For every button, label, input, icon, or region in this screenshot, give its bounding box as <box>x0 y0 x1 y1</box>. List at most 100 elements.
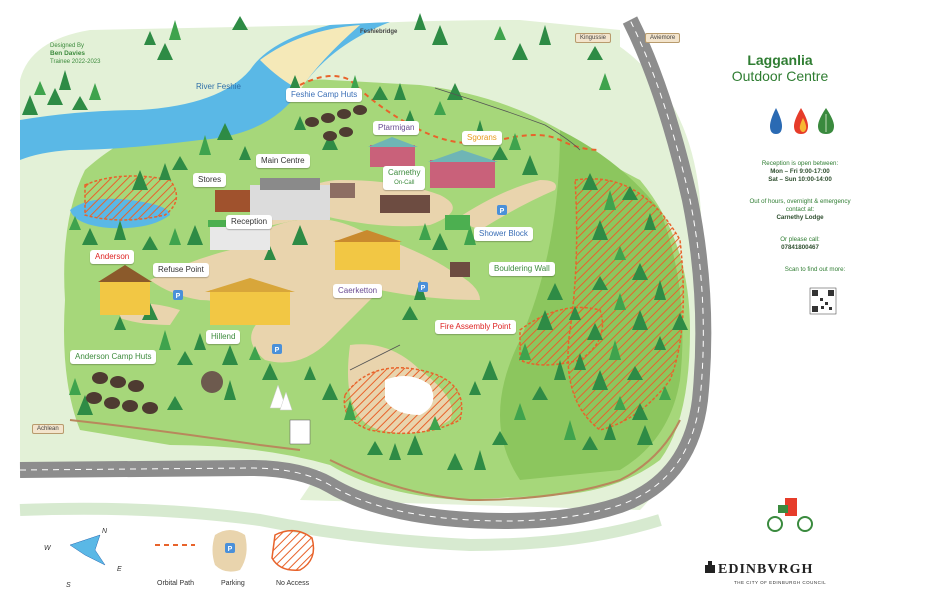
label-hillend[interactable]: Hillend <box>206 330 241 344</box>
label-stores[interactable]: Stores <box>193 173 227 187</box>
tree <box>132 170 148 190</box>
tree <box>239 146 251 160</box>
tree <box>659 386 671 400</box>
tree <box>157 43 173 60</box>
signpost-kingussie: Kingussie <box>575 33 612 43</box>
label-feshie-camp-huts[interactable]: Feshie Camp Huts <box>286 88 363 102</box>
tree <box>389 443 401 460</box>
label-caerketton[interactable]: Caerketton <box>333 284 383 298</box>
tree <box>72 96 88 110</box>
tree <box>539 25 551 45</box>
label-fire-assembly-point[interactable]: Fire Assembly Point <box>435 320 516 334</box>
signpost-aviemore: Aviemore <box>645 33 681 43</box>
label-main-centre[interactable]: Main Centre <box>256 154 310 168</box>
tree <box>582 436 598 450</box>
info-board <box>289 419 311 445</box>
tree <box>159 163 171 180</box>
label-refuse-point[interactable]: Refuse Point <box>153 263 209 277</box>
label-carnethy[interactable]: Carnethy On-Call <box>383 166 426 190</box>
tree <box>159 330 171 350</box>
tree <box>537 310 553 330</box>
label-anderson-camp-huts[interactable]: Anderson Camp Huts <box>70 350 157 364</box>
tree <box>264 246 276 260</box>
tree <box>482 360 498 380</box>
legend-no-access-label: No Access <box>276 580 310 587</box>
tree <box>474 450 486 470</box>
carnethy-name: Carnethy <box>388 168 421 177</box>
label-ptarmigan[interactable]: Ptarmigan <box>373 121 420 135</box>
tree <box>167 396 183 410</box>
tree <box>494 26 506 40</box>
tree <box>582 173 598 190</box>
element-icons <box>770 108 834 134</box>
out-of-hours-text: Out of hours, overnight & emergency cont… <box>749 198 851 213</box>
parking-p: P <box>421 285 426 292</box>
signpost-achlean: Achlean <box>32 424 64 434</box>
tree <box>554 360 566 380</box>
parking-legend-p: P <box>228 546 233 553</box>
tree <box>194 333 206 350</box>
tree <box>372 86 388 100</box>
legend: P <box>69 529 315 572</box>
tree <box>614 396 626 410</box>
compass-e: E <box>117 566 122 573</box>
no-access-zones <box>84 175 685 435</box>
label-bouldering-wall[interactable]: Bouldering Wall <box>489 262 555 276</box>
camp-huts <box>86 105 367 414</box>
tree <box>224 380 236 400</box>
tree <box>569 306 581 320</box>
parking-p: P <box>176 293 181 300</box>
tree <box>509 133 521 150</box>
credits-designer: Ben Davies <box>50 50 86 57</box>
tree <box>592 276 608 290</box>
tree <box>627 366 643 380</box>
tree <box>614 246 626 260</box>
edinburgh-logo-sub: THE CITY OF EDINBURGH COUNCIL <box>734 580 827 585</box>
reception-hours: Reception is open between: Mon – Fri 9:0… <box>745 160 855 184</box>
hours-weekend: Sat – Sun 10:00-14:00 <box>768 176 832 183</box>
tree <box>232 16 248 30</box>
label-shower-block[interactable]: Shower Block <box>474 227 533 241</box>
tree <box>82 228 98 245</box>
call-intro: Or please call: <box>780 236 820 243</box>
label-reception[interactable]: Reception <box>226 215 273 229</box>
tree <box>304 366 316 380</box>
legend-parking-label: Parking <box>221 580 245 587</box>
label-anderson[interactable]: Anderson <box>90 250 135 264</box>
credits-heading: Designed By <box>50 43 85 49</box>
tree <box>407 435 423 455</box>
tree <box>432 25 448 45</box>
tree <box>447 453 463 470</box>
tree <box>432 233 448 250</box>
tree <box>672 313 688 330</box>
tree <box>394 83 406 100</box>
scan-text: Scan to find out more: <box>784 266 846 273</box>
tree <box>492 146 508 160</box>
no-access-legend-icon <box>271 529 315 571</box>
tree <box>429 416 441 430</box>
tree <box>464 225 476 245</box>
tree <box>249 346 261 360</box>
tree <box>587 46 603 60</box>
tree <box>592 220 608 240</box>
tree <box>199 135 211 155</box>
trees <box>22 13 688 470</box>
tree <box>322 133 338 150</box>
tree <box>142 236 158 250</box>
river-label: River Feshie <box>196 82 241 91</box>
tree <box>514 403 526 420</box>
phone-number[interactable]: 07841800467 <box>781 244 819 251</box>
tree <box>522 155 538 175</box>
tree <box>169 228 181 245</box>
tree <box>187 225 203 245</box>
tree <box>217 123 233 140</box>
compass-w: W <box>44 545 51 552</box>
compass-n: N <box>102 528 108 535</box>
label-sgorans[interactable]: Sgorans <box>462 131 502 145</box>
tree <box>434 101 446 115</box>
tree <box>414 13 426 30</box>
tree <box>632 310 648 330</box>
tree <box>47 88 63 105</box>
tree <box>469 381 481 395</box>
